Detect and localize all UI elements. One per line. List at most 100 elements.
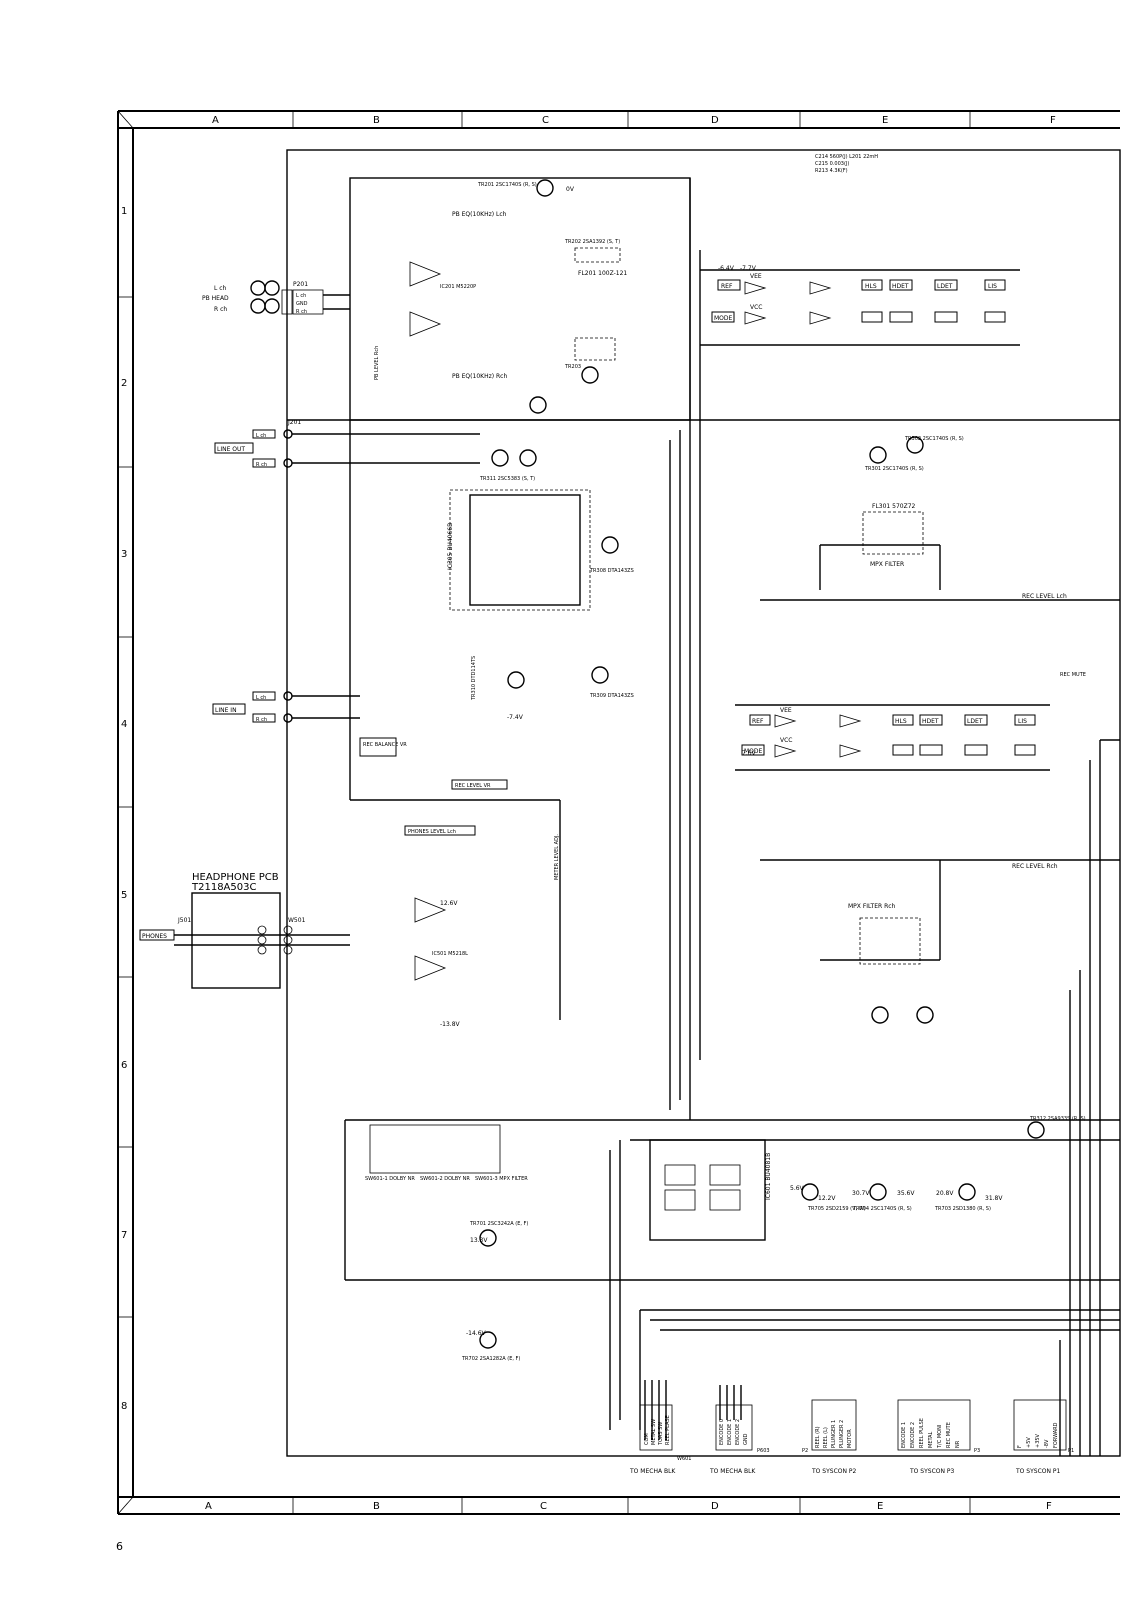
ic-ref-label-lower: REF	[752, 718, 764, 725]
voltage-12-2v: 12.2V	[818, 1195, 836, 1202]
ic305-block: IC305 BU4066B	[447, 489, 591, 611]
ic-mode-label-upper: MODE	[714, 315, 733, 322]
ic-vcc-label-lower: VCC	[780, 737, 792, 744]
page-number: 6	[116, 1540, 123, 1553]
col-label-f: F	[1050, 115, 1056, 126]
p1-dest: TO SYSCON P1	[1015, 1468, 1061, 1475]
ic-ldet-label-upper: LDET	[937, 283, 953, 290]
column-labels-top: A B C D E F	[212, 115, 1056, 126]
p603-pin-1: ENCODE 0	[719, 1419, 725, 1445]
row-label-2: 2	[121, 378, 127, 389]
tr312-label: TR312 2SA933S (R, S)	[1029, 1116, 1086, 1122]
connector-p603: ENCODE 0 ENCODE 1 ENCODE 2 GND P603 TO M…	[709, 1404, 770, 1475]
row-labels: 1 2 3 4 5 6 7 8	[121, 206, 127, 1412]
col-label-e-bottom: E	[877, 1501, 883, 1512]
column-labels-bottom: A B C D E F	[205, 1501, 1052, 1512]
rec-ic-strip-lower: REF MODE HLS HDET LDET LIS VEE VCC	[735, 704, 1050, 771]
phones-jack-label: PHONES	[142, 933, 167, 940]
col-label-a-bottom: A	[205, 1501, 212, 1512]
tr703-label: TR703 2SD1380 (R, S)	[934, 1206, 991, 1212]
ic-hls-label-lower: HLS	[895, 718, 907, 725]
p1-pin-3: +35V	[1035, 1433, 1041, 1448]
tr310-label: TR310 DTD114TS	[471, 656, 477, 701]
col-label-f-bottom: F	[1046, 1501, 1052, 1512]
ic-hdet-label-lower: HDET	[922, 718, 939, 725]
voltage-31-8v: 31.8V	[985, 1195, 1003, 1202]
line-in-rch-label: R ch	[256, 717, 267, 723]
p201-pin-2: GND	[296, 301, 308, 307]
voltage-35-6v: 35.6V	[897, 1190, 915, 1197]
p3-dest: TO SYSCON P3	[909, 1468, 955, 1475]
p3-pin-4: METAL	[928, 1431, 934, 1448]
row-label-1: 1	[121, 206, 127, 217]
p3-pin-2: ENCODE 2	[910, 1422, 916, 1448]
p1-pin-4: -8V	[1044, 1439, 1050, 1448]
ic-hls-label-upper: HLS	[865, 283, 877, 290]
ic601-label: IC601 BU4081B	[765, 1153, 772, 1200]
mpx-filter-rch: MPX FILTER Rch	[848, 903, 921, 965]
rec-level-rch-label: REC LEVEL Rch	[1012, 863, 1058, 870]
voltage-0v: 0V	[566, 186, 575, 193]
ic-ref-label-upper: REF	[721, 283, 733, 290]
sw601-2-label: SW601-2 DOLBY NR	[420, 1176, 470, 1182]
tr704-label: TR704 2SC1740S (R, S)	[852, 1206, 912, 1212]
ic-vee-label-lower: VEE	[780, 707, 792, 714]
col-label-c: C	[542, 115, 549, 126]
tr301-label: TR301 2SC1740S (R, S)	[864, 466, 924, 472]
line-out-lch-label: L ch	[256, 433, 266, 439]
p2-pin-5: MOTOR	[847, 1429, 853, 1448]
headphone-pcb: HEADPHONE PCB T2118A503C PHONES J501 W50…	[139, 872, 350, 989]
ic-vcc-label-upper: VCC	[750, 304, 762, 311]
pb-head-lch-label: L ch	[214, 285, 227, 292]
w601-pin-2: METAL SW	[651, 1419, 657, 1445]
tr701-label: TR701 2SC3242A (E, F)	[469, 1221, 528, 1227]
ic-hdet-label-upper: HDET	[892, 283, 909, 290]
fl201-block: FL201 100Z-121	[574, 247, 627, 361]
sw601-3-label: SW601-3 MPX FILTER	[475, 1176, 528, 1182]
meter-adj-label: METER LEVEL ADJ.	[554, 834, 560, 880]
pb-level-label: PB LEVEL Rch	[374, 346, 380, 380]
voltage-7-6v: 7.6V	[742, 750, 757, 757]
p201-pin-1: L ch	[296, 293, 306, 299]
j501-label: J501	[177, 917, 191, 924]
p2-pin-4: PLUNGER 2	[839, 1420, 845, 1448]
j201-label: J201	[287, 419, 301, 426]
border-frame	[117, 110, 1120, 1515]
voltage-12-6v: 12.6V	[440, 900, 458, 907]
bottom-harness	[644, 1380, 742, 1440]
p1-pin-1: F	[1017, 1445, 1023, 1448]
pb-head-rch-label: R ch	[214, 306, 227, 313]
pb-head-label: PB HEAD	[202, 295, 229, 302]
tr308-label: TR308 DTA143ZS	[589, 568, 634, 574]
voltage-labels: 0V 7.6V -6.4V -7.7V 12.2V 35.6V 30.7V 31…	[440, 186, 1003, 1337]
p1-label: P1	[1068, 1448, 1074, 1454]
p3-pin-3: REEL PULSE	[919, 1418, 925, 1448]
rec-level-vr-label: REC LEVEL VR	[455, 783, 491, 789]
p2-pin-3: PLUNGER 1	[831, 1420, 837, 1448]
voltage-neg-6-4v: -6.4V	[718, 265, 735, 272]
row-label-5: 5	[121, 890, 127, 901]
p3-pin-6: REC MUTE	[946, 1422, 952, 1448]
row-label-3: 3	[121, 549, 127, 560]
line-out-rch-label: R ch	[256, 462, 267, 468]
c214-label: C214 560P(J) L201 22mH	[815, 154, 878, 160]
p2-pin-2: REEL (L)	[823, 1427, 829, 1448]
mpx-filter-rch-label: MPX FILTER Rch	[848, 903, 896, 910]
p2-label: P2	[802, 1448, 808, 1454]
p3-pin-7: NR	[955, 1440, 961, 1448]
w601-dest: TO MECHA BLK	[629, 1468, 676, 1475]
p603-pin-2: ENCODE 1	[727, 1419, 733, 1445]
ic-vee-label-upper: VEE	[750, 273, 762, 280]
line-out-label: LINE OUT	[217, 446, 245, 453]
col-label-a: A	[212, 115, 219, 126]
function-labels: REC BALANCE VR REC LEVEL VR PHONES LEVEL…	[359, 211, 1086, 880]
connector-w601: COM METAL SW TOAS SW REEL PLASE W601 TO …	[629, 1404, 692, 1475]
sw601-switches: SW601-1 DOLBY NR SW601-2 DOLBY NR SW601-…	[365, 1124, 528, 1182]
pb-head-connector: L ch PB HEAD R ch P201 L ch GND R ch	[202, 280, 350, 315]
voltage-neg-14-6v: -14.6V	[466, 1330, 487, 1337]
r213-label: R213 4.3K(F)	[815, 168, 848, 174]
tr202-label: TR202 2SA1392 (S, T)	[564, 239, 620, 245]
p3-pin-1: ENCODE 1	[901, 1422, 907, 1448]
voltage-30-7v: 30.7V	[852, 1190, 870, 1197]
pb-ic-strip-upper: REF MODE HLS HDET LDET LIS VEE VCC	[700, 269, 1020, 346]
